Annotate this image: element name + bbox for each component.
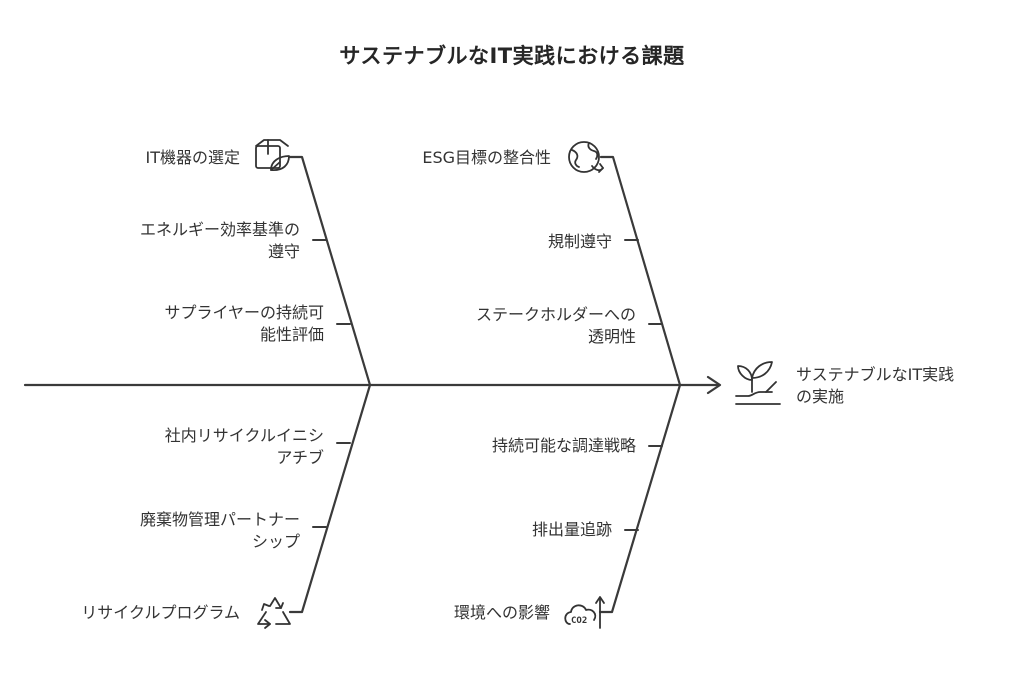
bone-upper-right bbox=[599, 155, 682, 387]
bone-lower-left bbox=[288, 383, 372, 614]
branch-head-lower-right: 環境への影響 bbox=[453, 603, 550, 622]
branch-head-upper-right: ESG目標の整合性 bbox=[422, 148, 551, 167]
bone-upper-left bbox=[288, 155, 372, 387]
cause-lower-left-1: 社内リサイクルイニシ アチブ bbox=[164, 426, 324, 467]
effect-label-line2: の実施 bbox=[796, 387, 845, 406]
cause-upper-left-1: エネルギー効率基準の 遵守 bbox=[139, 220, 300, 261]
cause-upper-right-1: 規制遵守 bbox=[547, 232, 612, 251]
effect-label-line1: サステナブルなIT実践 bbox=[796, 365, 955, 384]
effect-label: サステナブルなIT実践 の実施 bbox=[796, 364, 954, 408]
cause-lower-right-2: 排出量追跡 bbox=[531, 520, 612, 539]
branch-head-lower-left: リサイクルプログラム bbox=[81, 603, 240, 622]
cause-upper-left-2: サプライヤーの持続可 能性評価 bbox=[164, 303, 324, 344]
eco-box-icon bbox=[255, 139, 290, 171]
cause-lower-right-1: 持続可能な調達戦略 bbox=[491, 436, 636, 455]
globe-cycle-icon bbox=[568, 141, 604, 173]
cause-lower-left-2: 廃棄物管理パートナー シップ bbox=[139, 510, 300, 551]
bone-lower-right bbox=[598, 383, 682, 614]
sprout-hand-icon bbox=[735, 361, 781, 405]
svg-text:CO2: CO2 bbox=[571, 616, 587, 626]
co2-cloud-icon: CO2 bbox=[564, 596, 605, 629]
diagram-title: サステナブルなIT実践における課題 bbox=[339, 44, 685, 68]
recycle-icon bbox=[257, 597, 291, 629]
cause-upper-right-2: ステークホルダーへの 透明性 bbox=[475, 305, 636, 346]
spine-arrowhead bbox=[706, 375, 722, 395]
branch-head-upper-left: IT機器の選定 bbox=[145, 148, 241, 167]
